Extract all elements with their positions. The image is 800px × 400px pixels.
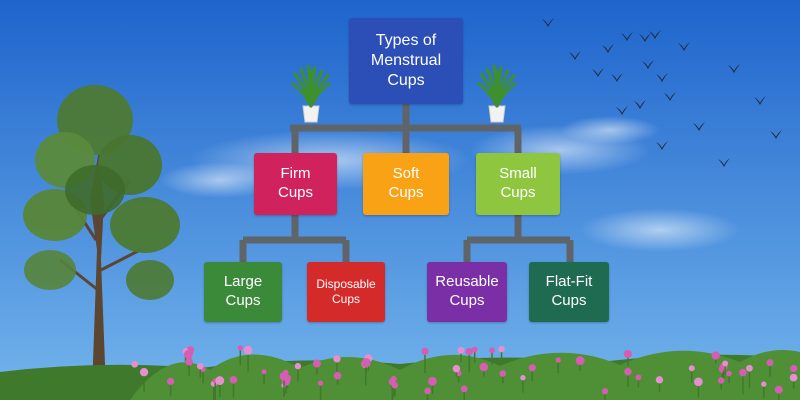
flower-icon <box>555 357 561 363</box>
flower-icon <box>312 359 321 368</box>
bird-icon <box>664 92 676 101</box>
bird-icon <box>611 73 623 82</box>
flower-icon <box>655 376 664 384</box>
flower-icon <box>261 369 267 375</box>
flower-icon <box>722 360 729 367</box>
flower-icon <box>452 364 461 373</box>
flower-icon <box>726 370 732 377</box>
flower-icon <box>471 346 478 353</box>
potted-plants <box>291 64 517 123</box>
flower-icon <box>139 367 149 377</box>
flower-icon <box>746 364 753 372</box>
bird-icon <box>621 32 633 41</box>
bird-icon <box>718 158 730 167</box>
flower-icon <box>279 371 289 381</box>
flower-icon <box>317 380 324 386</box>
node-disposable-cups: Disposable Cups <box>307 262 385 322</box>
flower-icon <box>421 347 429 356</box>
flower-icon <box>635 374 642 381</box>
flower-icon <box>215 376 225 386</box>
flower-icon <box>183 350 193 359</box>
flower-icon <box>391 382 399 389</box>
flower-icon <box>528 364 536 372</box>
tree-icon <box>23 85 180 390</box>
potted-plant-icon <box>477 64 517 123</box>
flower-icon <box>761 381 767 387</box>
flower-icon <box>457 346 465 354</box>
bird-icon <box>569 51 581 60</box>
flower-icon <box>774 385 783 394</box>
flower-icon <box>623 349 632 358</box>
flower-icon <box>624 368 632 376</box>
flower-icon <box>601 388 609 395</box>
flower-icon <box>711 351 720 360</box>
bird-icon <box>693 122 705 131</box>
bird-icon <box>592 68 604 77</box>
flower-icon <box>428 376 437 386</box>
potted-plant-icon <box>291 64 331 123</box>
node-reusable-cups: Reusable Cups <box>427 262 507 322</box>
bird-icon <box>656 73 668 82</box>
bird-icon <box>602 44 614 53</box>
flower-icon <box>166 377 175 385</box>
flower-icon <box>465 347 473 356</box>
bird-icon <box>728 64 740 73</box>
flower-icon <box>237 345 243 351</box>
flower-icon <box>790 364 798 373</box>
flower-icon <box>789 373 798 382</box>
bird-icon <box>642 60 654 69</box>
bird-icon <box>649 30 661 39</box>
node-small-cups: Small Cups <box>476 153 560 215</box>
flower-icon <box>196 362 204 370</box>
connector-lines <box>239 104 574 262</box>
node-root: Types of Menstrual Cups <box>349 18 463 104</box>
bird-icon <box>656 141 668 150</box>
node-large-cups: Large Cups <box>204 262 282 322</box>
flower-icon <box>460 385 468 393</box>
flower-icon <box>498 345 505 353</box>
flower-icon <box>520 375 526 381</box>
bird-icon <box>639 33 651 42</box>
flower-icon <box>424 387 431 395</box>
bird-icon <box>678 42 690 51</box>
bird-icon <box>634 100 646 109</box>
bird-icon <box>754 96 766 105</box>
flower-icon <box>766 359 774 367</box>
flower-icon <box>575 356 585 366</box>
flower-icon <box>688 365 695 372</box>
flower-icon <box>717 377 725 384</box>
flower-icon <box>739 368 747 377</box>
node-firm-cups: Firm Cups <box>254 153 337 215</box>
bird-icon <box>542 18 554 27</box>
flower-icon <box>294 362 302 370</box>
flower-field <box>0 345 800 400</box>
node-soft-cups: Soft Cups <box>363 153 449 215</box>
flower-icon <box>333 355 341 363</box>
flower-icon <box>361 359 370 368</box>
flower-icon <box>333 371 342 380</box>
node-flat-fit-cups: Flat-Fit Cups <box>529 262 609 322</box>
flower-icon <box>185 357 193 366</box>
flower-icon <box>479 362 489 372</box>
flower-icon <box>243 345 253 355</box>
bird-icon <box>770 130 782 139</box>
flower-icon <box>131 360 139 368</box>
flower-icon <box>229 375 238 384</box>
flower-icon <box>694 377 703 387</box>
bird-icon <box>616 106 628 115</box>
flower-icon <box>499 370 507 377</box>
flower-icon <box>489 347 495 354</box>
birds <box>542 18 782 167</box>
